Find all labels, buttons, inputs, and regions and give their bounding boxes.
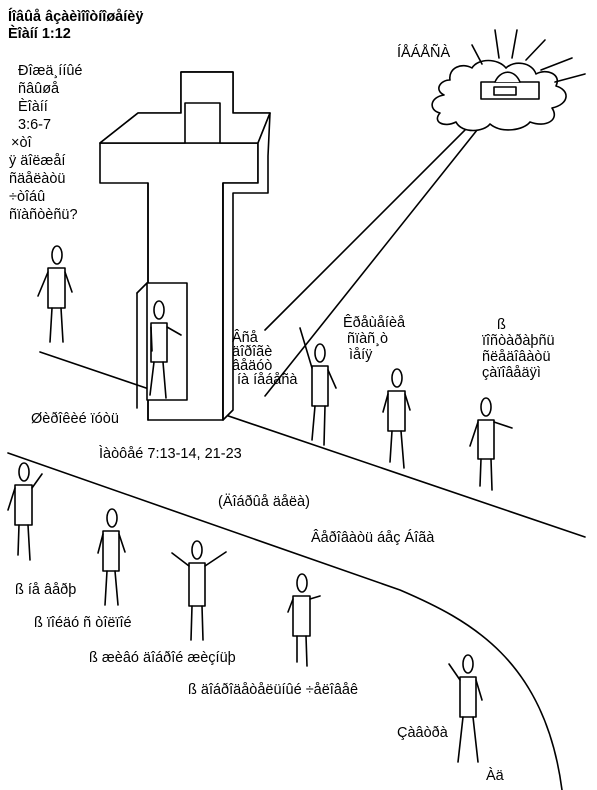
page-title: Íîâûå âçàèìîîòíîøåíèÿ Èîàíí 1:12 xyxy=(8,9,144,42)
road-upper-edge xyxy=(39,351,586,538)
figure-person xyxy=(7,462,43,561)
tomorrow-label: Çàâòðà xyxy=(397,725,448,741)
figure-person xyxy=(382,368,411,469)
figure-person xyxy=(448,654,483,763)
statement-label: ß íå âåðþ xyxy=(15,582,77,598)
good-deeds-label: (Äîáðûå äåëà) xyxy=(218,494,310,510)
heaven-label: ÍÅÁÅÑÀ xyxy=(397,45,451,61)
left-question-text: Ðîæä¸ííûé ñâûøå Èîàíí 3:6-7 ×òî ÿ äîëæåí… xyxy=(9,63,83,223)
path-to-heaven-1 xyxy=(264,99,496,331)
cross xyxy=(99,71,271,421)
statement-label: ß äîáðîäåòåëüíûé ÷åëîâåê xyxy=(188,682,359,698)
path-to-heaven-2 xyxy=(264,104,498,397)
scripture-reference: Ìàòôåé 7:13-14, 21-23 xyxy=(99,446,242,462)
figure-person xyxy=(97,508,126,606)
figure-person xyxy=(37,245,73,343)
group-mid-label: Êðåùåíèå ñïàñ¸ò ìåíÿ xyxy=(343,315,406,363)
road-lower-edge xyxy=(7,452,563,790)
faith-label: Âåðîâàòü áåç Áîãà xyxy=(311,530,435,546)
group-right-label: ß ïîñòàðàþñü ñëåäîâàòü çàïîâåäÿì xyxy=(482,317,555,381)
group-left-label: Âñå äîðîãè âåäóò íà íåáåñà xyxy=(232,330,298,388)
statement-label: ß æèâó äîáðîé æèçíüþ xyxy=(89,650,236,666)
figure-person xyxy=(287,573,321,667)
statement-label: ß ïîéäó ñ òîëïîé xyxy=(34,615,132,631)
heaven-cloud xyxy=(431,29,586,132)
wide-path-label: Øèðîêèé ïóòü xyxy=(31,411,119,427)
figure-person xyxy=(171,540,227,641)
hell-label: Àä xyxy=(486,768,504,784)
figure-person xyxy=(149,300,182,399)
figure-person xyxy=(299,327,337,446)
figure-person xyxy=(469,397,513,491)
